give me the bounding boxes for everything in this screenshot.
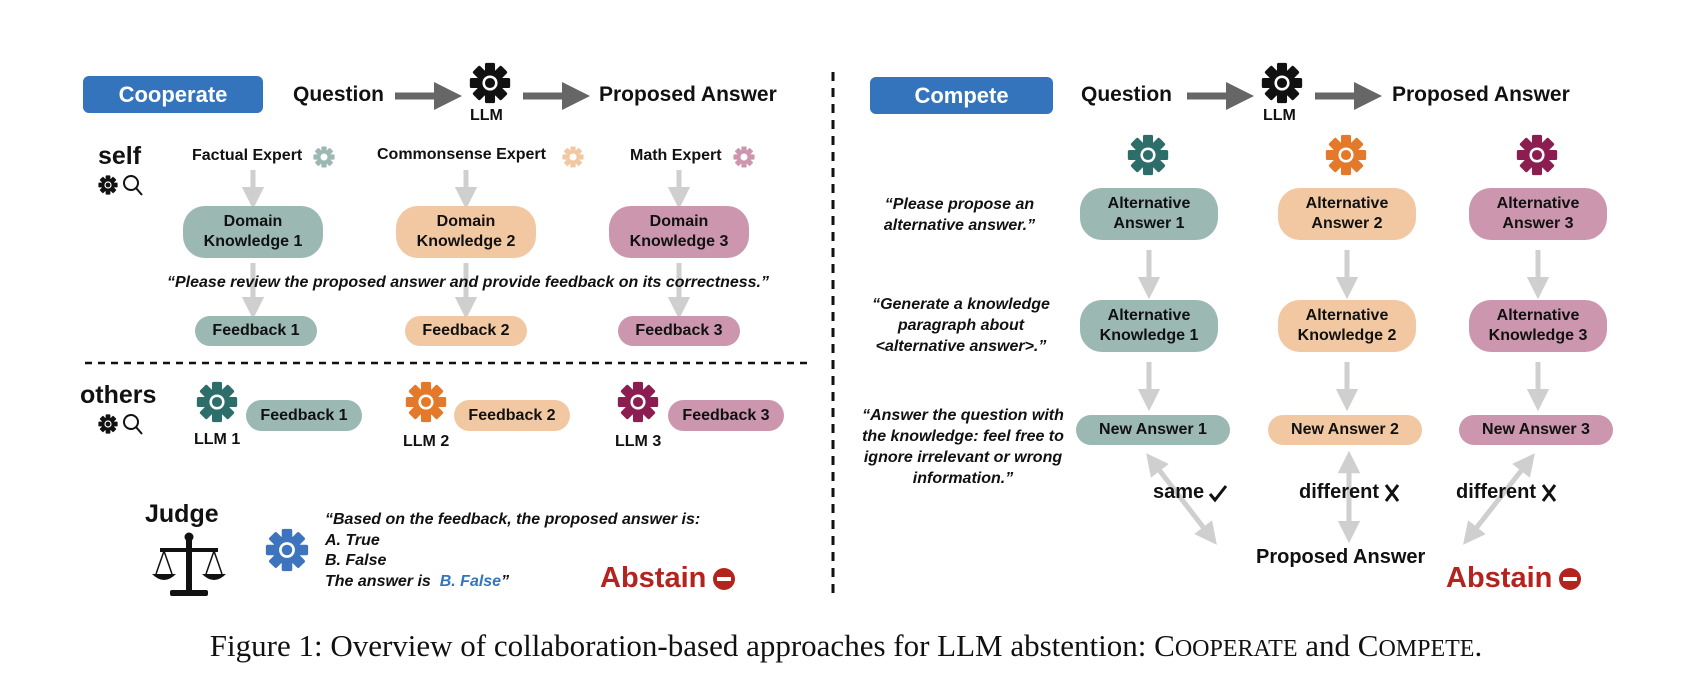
- compete-tag: Compete: [870, 77, 1053, 114]
- new-answer-3: New Answer 3: [1459, 415, 1613, 445]
- llm1-label: LLM 1: [194, 431, 241, 448]
- caption-compete-first: C: [1357, 628, 1379, 663]
- alternative-answer-1: Alternative Answer 1: [1080, 188, 1218, 240]
- different-label-3: different: [1456, 481, 1558, 504]
- judge-answer-line: The answer is B. False”: [325, 572, 700, 593]
- self-label: self: [98, 142, 142, 170]
- prompt-answer-with-knowledge: “Answer the question with the knowledge:…: [862, 407, 1064, 487]
- others-feedback-1: Feedback 1: [246, 400, 362, 431]
- minus-circle-icon: [713, 567, 736, 590]
- judge-prompt-line: “Based on the feedback, the proposed ans…: [325, 511, 701, 528]
- caption-lead: Figure 1: Overview of collaboration-base…: [209, 628, 1155, 663]
- judge-prompt: “Based on the feedback, the proposed ans…: [325, 510, 700, 592]
- math-gear-icon: [733, 146, 755, 168]
- factual-expert-label: Factual Expert: [192, 147, 303, 164]
- compete-question-label: Question: [1081, 83, 1173, 106]
- cooperate-tag: Cooperate: [83, 76, 263, 113]
- cooperate-proposed-answer: Proposed Answer: [599, 83, 777, 106]
- cross-icon: [1384, 483, 1400, 502]
- caption-compete-rest: OMPETE: [1378, 636, 1475, 662]
- caption-end: .: [1474, 628, 1483, 663]
- domain-knowledge-2: Domain Knowledge 2: [396, 206, 536, 258]
- compete-proposed-answer: Proposed Answer: [1392, 83, 1570, 106]
- alternative-knowledge-2: Alternative Knowledge 2: [1278, 300, 1416, 352]
- compete-gear2-icon: [1325, 134, 1367, 176]
- compete-gear1-icon: [1127, 134, 1169, 176]
- judge-option-a: A. True: [325, 531, 380, 549]
- different-text-3: different: [1456, 481, 1536, 503]
- alternative-answer-3: Alternative Answer 3: [1469, 188, 1607, 240]
- llm2-label: LLM 2: [403, 433, 450, 450]
- llm-gear-icon: [469, 62, 511, 104]
- domain-knowledge-3: Domain Knowledge 3: [609, 206, 749, 258]
- same-text: same: [1153, 481, 1205, 503]
- prompt-generate-knowledge: “Generate a knowledge paragraph about <a…: [872, 296, 1050, 355]
- same-label: same: [1153, 481, 1228, 504]
- others-gear-icon: [98, 414, 118, 434]
- cooperate-question-label: Question: [293, 83, 385, 106]
- self-feedback-3: Feedback 3: [618, 316, 740, 346]
- different-text-2: different: [1299, 481, 1379, 503]
- math-expert-label: Math Expert: [630, 147, 722, 164]
- others-label: others: [80, 381, 157, 409]
- self-feedback-1: Feedback 1: [195, 316, 317, 346]
- others-feedback-2: Feedback 2: [454, 400, 570, 431]
- others-feedback-3: Feedback 3: [668, 400, 784, 431]
- llm3-gear-icon: [617, 381, 659, 423]
- judge-answer-prefix: The answer is: [325, 572, 431, 590]
- compete-abstain: Abstain: [1446, 562, 1582, 595]
- factual-gear-icon: [313, 146, 335, 168]
- alternative-knowledge-1: Alternative Knowledge 1: [1080, 300, 1218, 352]
- figure-caption: Figure 1: Overview of collaboration-base…: [0, 628, 1692, 664]
- compete-abstain-label: Abstain: [1446, 562, 1553, 594]
- llm3-label: LLM 3: [615, 433, 662, 450]
- alternative-answer-2: Alternative Answer 2: [1278, 188, 1416, 240]
- caption-cooperate-first: C: [1154, 628, 1175, 663]
- llm2-gear-icon: [405, 381, 447, 423]
- judge-gear-icon: [265, 528, 309, 572]
- self-feedback-2: Feedback 2: [405, 316, 527, 346]
- cooperate-abstain-label: Abstain: [600, 562, 707, 594]
- new-answer-2: New Answer 2: [1268, 415, 1422, 445]
- llm-gear-icon: [1261, 62, 1303, 104]
- commonsense-gear-icon: [562, 146, 584, 168]
- domain-knowledge-1: Domain Knowledge 1: [183, 206, 323, 258]
- check-icon: [1209, 484, 1228, 502]
- scales-icon: [152, 532, 226, 596]
- different-label-2: different: [1299, 481, 1401, 504]
- commonsense-expert-label: Commonsense Expert: [377, 146, 546, 163]
- others-magnifier-icon: [123, 414, 143, 435]
- judge-option-b: B. False: [325, 552, 387, 569]
- compete-llm-label: LLM: [1263, 107, 1296, 124]
- cooperate-llm-label: LLM: [470, 107, 503, 124]
- judge-answer-suffix: ”: [501, 572, 510, 590]
- caption-and: and: [1297, 628, 1358, 663]
- judge-answer-value: B. False: [439, 572, 502, 590]
- alternative-knowledge-3: Alternative Knowledge 3: [1469, 300, 1607, 352]
- caption-cooperate-rest: OOPERATE: [1174, 636, 1298, 662]
- new-answer-1: New Answer 1: [1076, 415, 1230, 445]
- llm1-gear-icon: [196, 381, 238, 423]
- review-prompt: “Please review the proposed answer and p…: [167, 274, 769, 291]
- prompt-propose-alternative: “Please propose an alternative answer.”: [883, 196, 1036, 234]
- minus-circle-icon: [1559, 567, 1582, 590]
- cross-icon: [1541, 483, 1557, 502]
- self-magnifier-icon: [123, 175, 143, 196]
- cooperate-abstain: Abstain: [600, 562, 736, 595]
- self-gear-icon: [98, 175, 118, 195]
- compete-gear3-icon: [1516, 134, 1558, 176]
- judge-label: Judge: [145, 500, 219, 528]
- compete-bottom-proposed-answer: Proposed Answer: [1256, 546, 1426, 568]
